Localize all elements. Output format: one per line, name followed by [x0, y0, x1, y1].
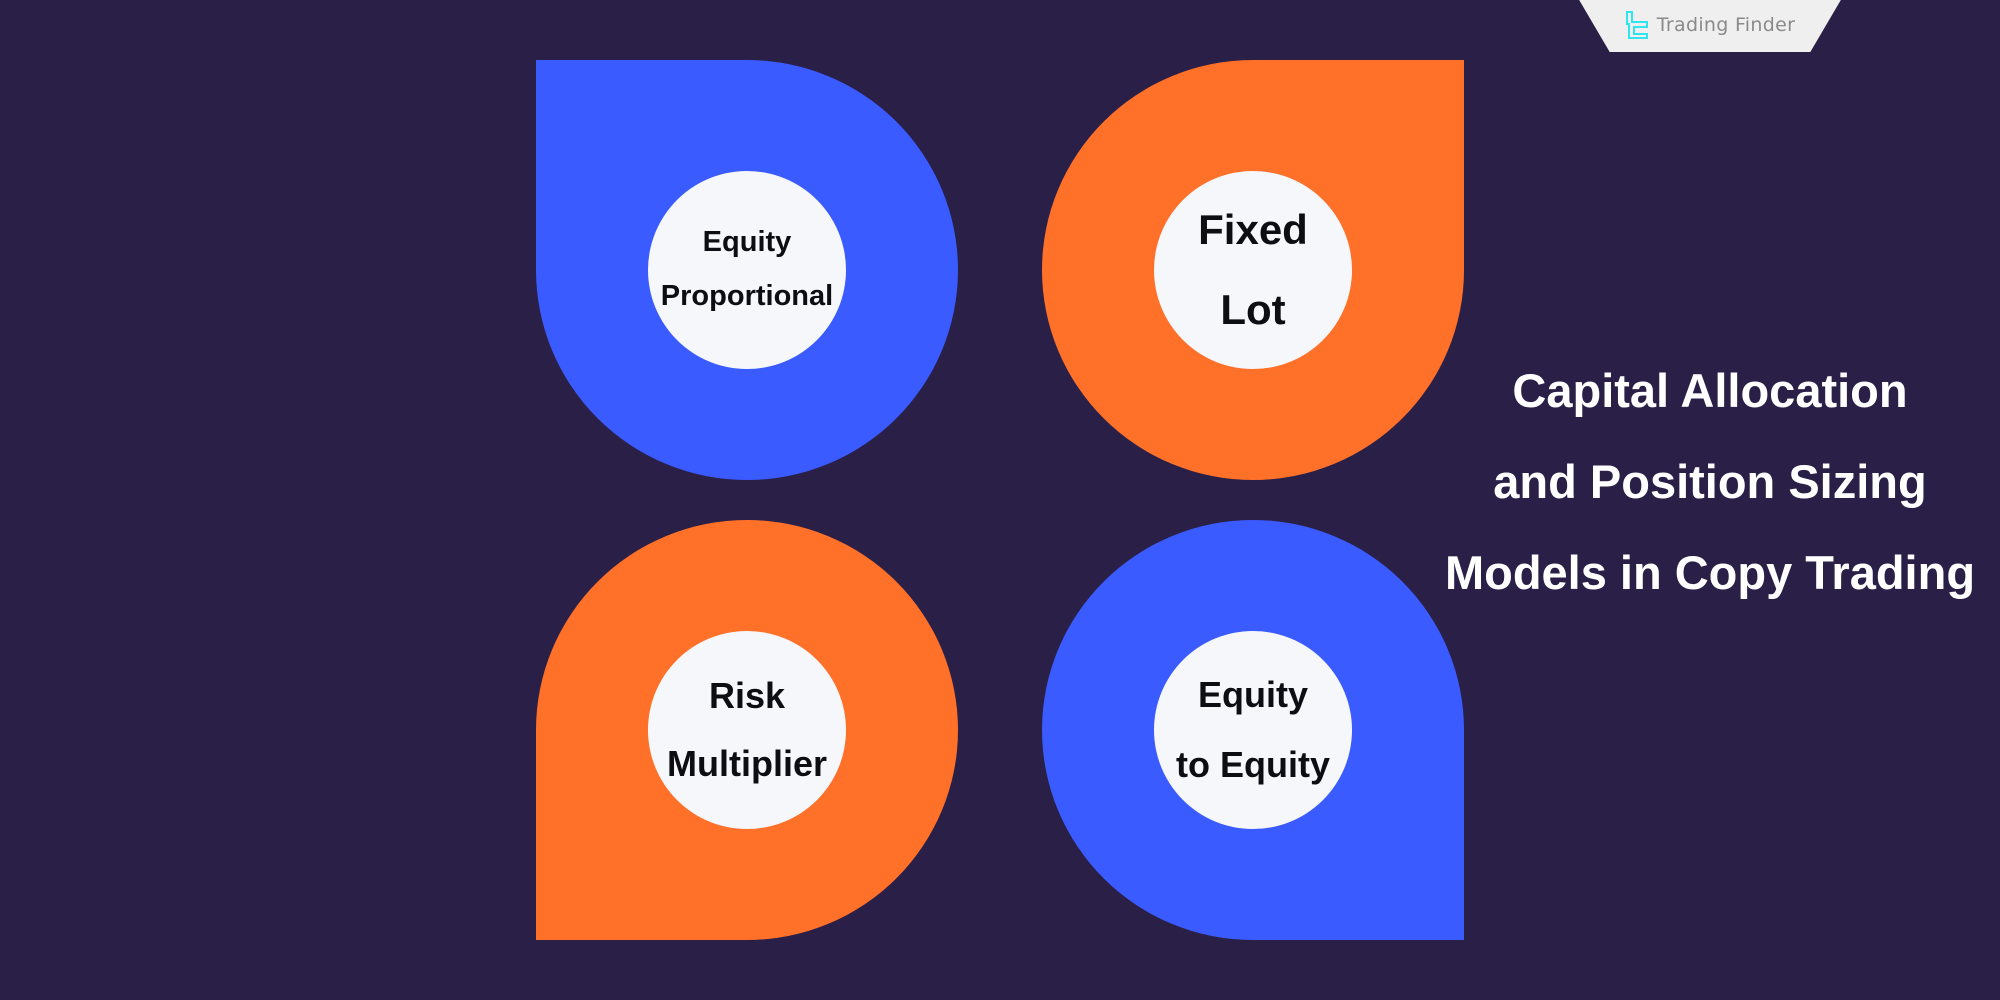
model-label-line1: Equity — [1197, 673, 1308, 715]
model-label-line2: to Equity — [1176, 744, 1330, 785]
brand-name: Trading Finder — [1656, 14, 1796, 36]
brand-logo: Trading Finder — [1578, 0, 1842, 52]
title-line1: Capital Allocation — [1512, 364, 1908, 417]
model-petal-fixed-lot: Fixed Lot — [1042, 60, 1464, 480]
model-label-line1: Equity — [702, 226, 792, 259]
model-circle: Risk Multiplier — [648, 631, 846, 829]
model-petal-equity-to-equity: Equity to Equity — [1042, 520, 1464, 940]
page-title: Capital Allocation and Position Sizing M… — [1420, 345, 2000, 618]
model-petal-risk-multiplier: Risk Multiplier — [536, 520, 958, 940]
model-label-line1: Risk — [708, 674, 786, 716]
model-circle: Fixed Lot — [1154, 171, 1352, 369]
trading-finder-logo-icon — [1625, 11, 1648, 39]
model-petal-equity-proportional: Equity Proportional — [536, 60, 958, 480]
model-label-line2: Lot — [1220, 286, 1286, 333]
model-circle: Equity to Equity — [1154, 631, 1352, 829]
model-label-line1: Fixed — [1198, 206, 1308, 254]
model-circle: Equity Proportional — [648, 171, 846, 369]
model-label-line2: Proportional — [660, 280, 834, 312]
model-label-line2: Multiplier — [667, 743, 827, 784]
title-line3: Models in Copy Trading — [1444, 546, 1976, 599]
title-line2: and Position Sizing — [1493, 455, 1927, 508]
